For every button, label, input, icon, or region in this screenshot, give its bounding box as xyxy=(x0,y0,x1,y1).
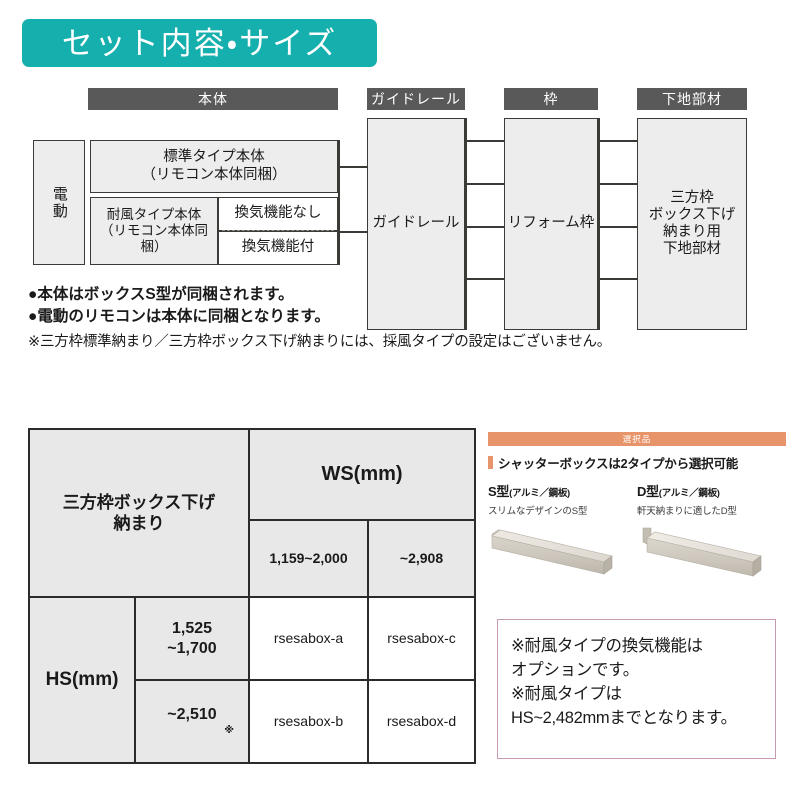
connector-frame-substrate-3 xyxy=(598,226,637,228)
option-panel: 選択品 シャッターボックスは2タイプから選択可能 S型(アルミ／鋼板) スリムな… xyxy=(488,432,786,587)
spec-table-hs-range-1: 1,525 ~1,700 xyxy=(136,598,248,679)
spec-table-vline-2 xyxy=(367,519,369,762)
diagram-box-no-ventilation: 換気機能なし xyxy=(218,197,338,231)
diagram-box-windproof-type: 耐風タイプ本体 （リモコン本体同梱） xyxy=(90,197,218,265)
connector-frame-substrate-vertical xyxy=(598,118,600,330)
connector-rail-frame-3 xyxy=(465,226,504,228)
caution-line-4: HS~2,482mmまでとなります。 xyxy=(511,708,737,727)
diagram-header-frame: 枠 xyxy=(504,88,598,110)
spec-table-hs-range-2: ~2,510 ※ xyxy=(136,681,248,762)
connector-frame-substrate-4 xyxy=(598,278,637,280)
spec-table-ws-header: WS(mm) xyxy=(250,430,474,519)
connector-rail-frame-1 xyxy=(465,140,504,142)
orange-square-bullet-icon xyxy=(488,456,493,469)
set-contents-diagram: 本体 ガイドレール 枠 下地部材 電動 標準タイプ本体 （リモコン本体同梱） 耐… xyxy=(0,88,800,358)
connector-rail-frame-2 xyxy=(465,183,504,185)
diagram-box-guide-rail: ガイドレール xyxy=(367,118,465,330)
spec-table-hs-range-2-mark: ※ xyxy=(224,725,234,737)
spec-table-value-r1c2: rsesabox-c xyxy=(369,598,474,679)
connector-frame-substrate-2 xyxy=(598,183,637,185)
diagram-notes: ●本体はボックスS型が同梱されます。 ●電動のリモコンは本体に同梱となります。 … xyxy=(28,284,668,352)
diagram-box-standard-type: 標準タイプ本体 （リモコン本体同梱） xyxy=(90,140,338,193)
caution-line-2: オプションです。 xyxy=(511,660,639,679)
spec-table-ws-col-1: 1,159~2,000 xyxy=(250,521,367,596)
spec-table-corner-label: 三方枠ボックス下げ 納まり xyxy=(30,430,248,596)
diagram-header-guide-rail: ガイドレール xyxy=(367,88,465,110)
page-title: セット内容・サイズ xyxy=(61,25,338,61)
spec-table-hline-3 xyxy=(134,679,474,681)
caution-box: ※耐風タイプの換気機能は オプションです。 ※耐風タイプは HS~2,482mm… xyxy=(497,619,776,759)
connector-body-vertical xyxy=(338,140,340,265)
page-title-banner: セット内容・サイズ xyxy=(22,19,377,67)
option-type-d-name: D型(アルミ／鋼板) xyxy=(637,484,720,499)
diagram-box-reform-frame: リフォーム枠 xyxy=(504,118,598,330)
option-banner-label: 選択品 xyxy=(622,434,652,444)
option-type-d-desc: 軒天納まりに適したD型 xyxy=(637,506,737,517)
ventilation-divider xyxy=(222,230,334,231)
shutter-box-s-type-image xyxy=(491,529,613,575)
spec-table-hs-header: HS(mm) xyxy=(30,598,134,762)
diagram-box-substrate: 三方枠 ボックス下げ 納まり用 下地部材 xyxy=(637,118,747,330)
connector-rail-frame-4 xyxy=(465,278,504,280)
spec-table-value-r1c1: rsesabox-a xyxy=(250,598,367,679)
option-type-s-name: S型(アルミ／鋼板) xyxy=(488,484,570,499)
spec-table-hline-2 xyxy=(30,596,474,598)
diagram-note-1: ●本体はボックスS型が同梱されます。 xyxy=(28,286,294,303)
connector-windproof-to-rail xyxy=(338,231,367,233)
spec-table: 三方枠ボックス下げ 納まり WS(mm) 1,159~2,000 ~2,908 … xyxy=(28,428,476,764)
spec-table-value-r2c1: rsesabox-b xyxy=(250,681,367,762)
spec-table-hline-1 xyxy=(248,519,474,521)
caution-line-3: ※耐風タイプは xyxy=(511,684,622,703)
diagram-header-substrate: 下地部材 xyxy=(637,88,747,110)
option-type-s-desc: スリムなデザインのS型 xyxy=(488,506,588,517)
diagram-header-body: 本体 xyxy=(88,88,338,110)
diagram-footnote: ※三方枠標準納まり／三方枠ボックス下げ納まりには、採風タイプの設定はございません… xyxy=(28,334,612,350)
diagram-note-2: ●電動のリモコンは本体に同梱となります。 xyxy=(28,308,330,325)
option-type-s: S型(アルミ／鋼板) スリムなデザインのS型 xyxy=(488,481,637,587)
option-type-row: S型(アルミ／鋼板) スリムなデザインのS型 xyxy=(488,481,786,587)
option-subtitle: シャッターボックスは2タイプから選択可能 xyxy=(488,453,786,472)
connector-frame-substrate-1 xyxy=(598,140,637,142)
shutter-box-d-type-image xyxy=(642,527,762,577)
diagram-box-with-ventilation: 換気機能付 xyxy=(218,231,338,265)
spec-table-value-r2c2: rsesabox-d xyxy=(369,681,474,762)
connector-rail-frame-vertical xyxy=(465,118,467,330)
connector-standard-to-rail xyxy=(338,166,367,168)
option-banner: 選択品 xyxy=(488,432,786,446)
spec-table-ws-col-2: ~2,908 xyxy=(369,521,474,596)
option-type-d: D型(アルミ／鋼板) 軒天納まりに適したD型 xyxy=(637,481,786,587)
drive-label: 電動 xyxy=(50,185,68,220)
caution-line-1: ※耐風タイプの換気機能は xyxy=(511,637,703,655)
option-subtitle-label: シャッターボックスは2タイプから選択可能 xyxy=(498,457,739,471)
diagram-box-drive: 電動 xyxy=(33,140,85,265)
